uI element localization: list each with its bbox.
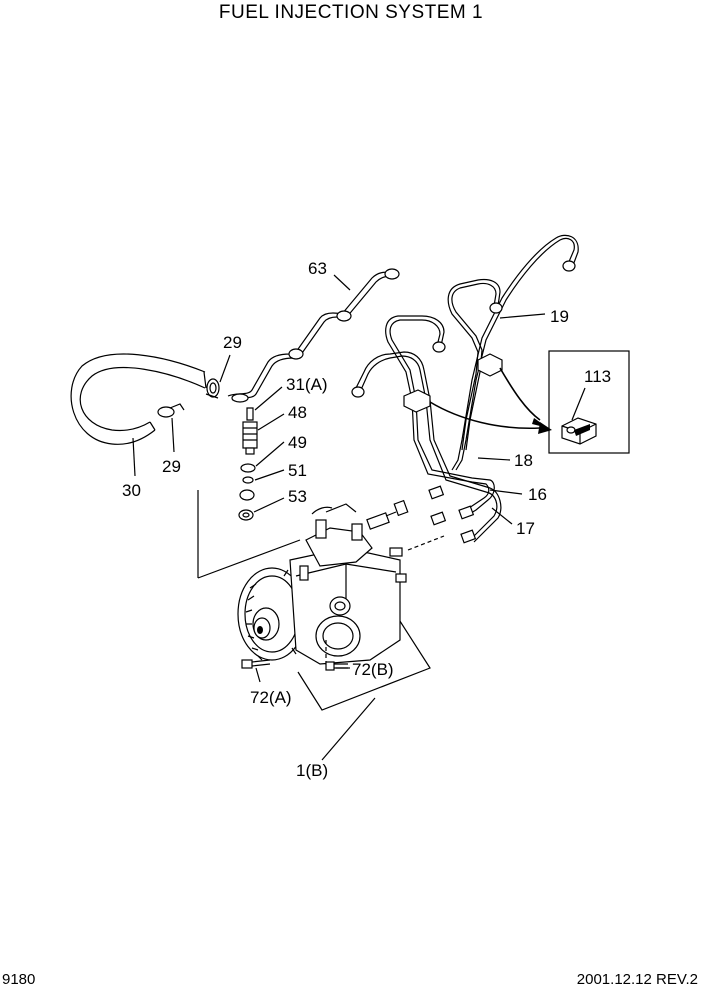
callout-29-upper: 29: [223, 333, 242, 352]
overflow-valve-stack: [238, 407, 258, 521]
page-title: FUEL INJECTION SYSTEM 1: [218, 2, 484, 23]
bolt-72b: [325, 661, 348, 671]
callout-18: 18: [514, 451, 533, 470]
injection-pipes: [351, 234, 579, 544]
callout-63: 63: [308, 259, 327, 278]
callout-1b: 1(B): [296, 761, 328, 780]
hose-clamp-lower: [157, 403, 185, 418]
callout-72b: 72(B): [352, 660, 394, 679]
page-number: 9180: [2, 971, 36, 988]
leader-lines: [132, 274, 586, 761]
injection-pump: [237, 499, 445, 668]
callout-49: 49: [288, 433, 307, 452]
return-hose: [70, 353, 207, 445]
callout-51: 51: [288, 461, 307, 480]
callout-48: 48: [288, 403, 307, 422]
hose-clamp-upper: [205, 378, 220, 399]
callout-113: 113: [584, 367, 611, 386]
revision-date: 2001.12.12 REV.2: [576, 971, 698, 988]
bolt-72a: [241, 659, 271, 669]
callout-17: 17: [516, 519, 535, 538]
callout-30: 30: [122, 481, 141, 500]
callout-19: 19: [550, 307, 569, 326]
callout-53: 53: [288, 487, 307, 506]
callout-72a: 72(A): [250, 688, 292, 707]
detail-arrows: [429, 367, 552, 434]
detail-box-113: [548, 350, 630, 454]
callout-31a: 31(A): [286, 375, 328, 394]
callout-29-lower: 29: [162, 457, 181, 476]
leak-off-pipe: [227, 268, 400, 403]
callout-16: 16: [528, 485, 547, 504]
